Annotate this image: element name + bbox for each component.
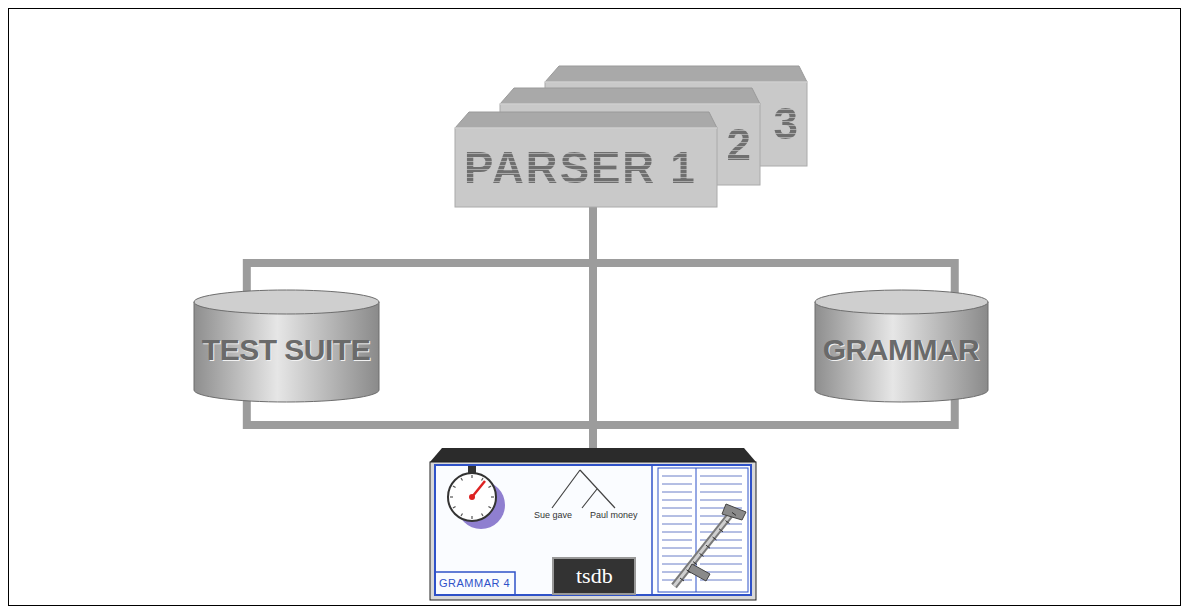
box-label: 2 <box>727 123 753 167</box>
parser-box: PARSER 1 <box>455 112 717 207</box>
bus-connector <box>593 207 955 293</box>
cyl-label: GRAMMAR <box>823 335 979 365</box>
tsdb-label: tsdb <box>576 565 613 587</box>
workstation: GRAMMAR 4 tsdb Sue gave Paul money <box>430 448 756 600</box>
box-label: PARSER 1 <box>464 146 697 190</box>
frame-border <box>9 9 1181 606</box>
bus-connector <box>593 399 955 448</box>
tree-leaf: Paul money <box>590 511 638 520</box>
station-label: GRAMMAR 4 <box>439 578 510 589</box>
box-label: 3 <box>774 102 800 146</box>
database-cylinder: GRAMMAR <box>815 290 988 402</box>
bus-connector <box>247 399 593 448</box>
tsdb-label-box: tsdb <box>553 558 635 594</box>
tree-leaf: Sue gave <box>534 511 572 520</box>
cyl-label: TEST SUITE <box>202 335 370 365</box>
database-cylinder: TEST SUITE <box>194 290 379 402</box>
bus-connector <box>247 207 593 293</box>
